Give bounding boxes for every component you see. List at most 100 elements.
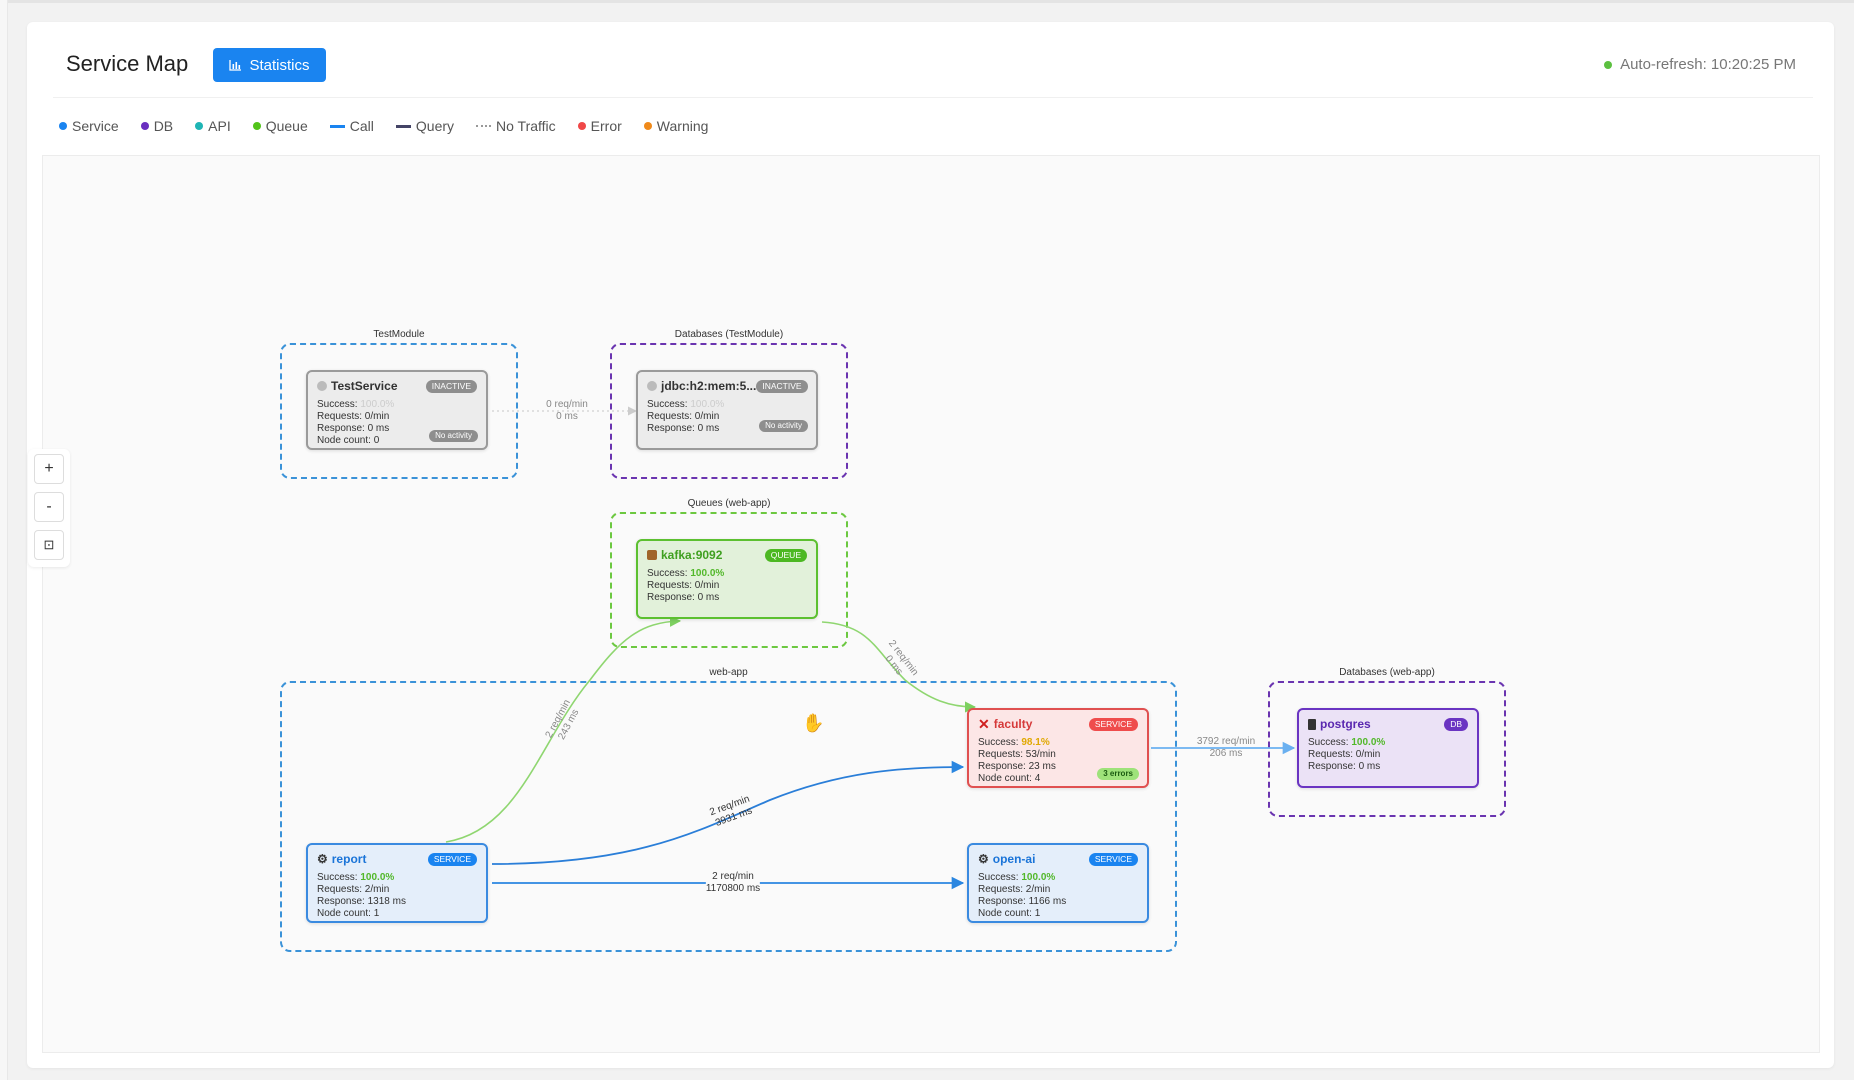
- group-label: TestModule: [373, 329, 425, 340]
- inactive-icon: [647, 381, 657, 391]
- dot-icon: [59, 122, 67, 130]
- node-response: Response: 23 ms: [978, 761, 1056, 772]
- legend-label: Error: [590, 118, 622, 134]
- zoom-controls: + - ⊡: [28, 449, 70, 567]
- legend-item-query: Query: [395, 118, 455, 134]
- node-requests: Requests: 0/min: [1308, 749, 1381, 760]
- bar-chart-icon: [229, 60, 242, 71]
- legend-label: Query: [415, 118, 455, 134]
- zoom-in-button[interactable]: +: [34, 454, 64, 484]
- type-badge: SERVICE: [1088, 852, 1138, 866]
- type-badge: QUEUE: [764, 548, 807, 562]
- dotted-line-icon: [476, 125, 492, 127]
- edge-report-kafka[interactable]: [445, 615, 682, 843]
- dot-icon: [643, 122, 652, 130]
- group-label: web-app: [709, 667, 748, 678]
- error-x-icon: ✕: [978, 716, 990, 732]
- status-badge: INACTIVE: [756, 379, 808, 393]
- page-title: Service Map: [66, 51, 189, 76]
- node-success: Success: 100.0%: [978, 872, 1056, 883]
- legend-item-warning: Warning: [643, 118, 709, 134]
- node-name: report: [331, 852, 367, 866]
- node-name: faculty: [993, 717, 1033, 731]
- group-label: Queues (web-app): [687, 498, 771, 509]
- node-success: Success: 100.0%: [317, 872, 395, 883]
- node-success: Success: 100.0%: [647, 399, 725, 410]
- group-queues-web-app: Queues (web-app): [610, 498, 848, 648]
- edge-latency: 0 ms: [556, 411, 578, 422]
- edge-report-faculty[interactable]: [491, 760, 965, 865]
- hand-cursor-icon: ✋: [802, 713, 825, 733]
- group-web-app: web-app: [280, 667, 1177, 952]
- node-response: Response: 1318 ms: [317, 896, 406, 907]
- legend-item-queue: Queue: [252, 118, 308, 134]
- node-requests: Requests: 0/min: [647, 411, 720, 422]
- left-strip: [0, 0, 8, 1080]
- inactive-icon: [317, 381, 327, 391]
- auto-refresh-text: Auto-refresh: 10:20:25 PM: [1620, 56, 1796, 73]
- header-divider: [53, 97, 1813, 98]
- legend-label: DB: [153, 118, 174, 134]
- node-kafka[interactable]: kafka:9092 QUEUE Success: 100.0% Requests…: [636, 539, 818, 619]
- edge-latency: 1170800 ms: [705, 883, 761, 894]
- legend-item-service: Service: [59, 118, 119, 134]
- statistics-label: Statistics: [249, 56, 310, 74]
- legend-item-api: API: [195, 118, 231, 134]
- node-name: jdbc:h2:mem:5...: [661, 379, 757, 393]
- node-success: Success: 100.0%: [1308, 737, 1386, 748]
- node-count: Node count: 1: [317, 908, 380, 919]
- node-name: TestService: [331, 379, 398, 393]
- dot-icon: [252, 122, 261, 130]
- node-response: Response: 0 ms: [647, 423, 720, 434]
- node-response: Response: 0 ms: [317, 423, 390, 434]
- node-count: Node count: 1: [978, 908, 1041, 919]
- line-icon: [395, 124, 411, 128]
- node-count: Node count: 4: [978, 773, 1041, 784]
- statistics-button[interactable]: Statistics: [213, 48, 326, 82]
- node-requests: Requests: 2/min: [978, 884, 1051, 895]
- edge-latency: 206 ms: [1209, 748, 1243, 759]
- node-jdbc[interactable]: jdbc:h2:mem:5...INACTIVE Success: 100.0%…: [636, 370, 818, 450]
- edge-rate: 3792 req/min: [1196, 736, 1256, 747]
- node-requests: Requests: 0/min: [647, 580, 720, 591]
- top-border: [0, 0, 1854, 3]
- node-requests: Requests: 2/min: [317, 884, 390, 895]
- gear-icon: ⚙: [978, 852, 989, 866]
- node-response: Response: 0 ms: [1308, 761, 1381, 772]
- group-databases-web-app: Databases (web-app): [1268, 667, 1506, 817]
- legend-label: API: [208, 118, 231, 134]
- group-label: Databases (web-app): [1339, 667, 1435, 678]
- legend-label: Warning: [656, 118, 709, 134]
- node-count: Node count: 0: [317, 435, 380, 446]
- zoom-out-button[interactable]: -: [34, 492, 64, 522]
- edge-rate: 0 req/min: [546, 399, 588, 410]
- node-requests: Requests: 0/min: [317, 411, 390, 422]
- auto-refresh-status: Auto-refresh: 10:20:25 PM: [1604, 56, 1796, 73]
- activity-badge: No activity: [759, 420, 808, 432]
- node-response: Response: 1166 ms: [978, 896, 1067, 907]
- edge-kafka-faculty[interactable]: [821, 621, 977, 713]
- node-response: Response: 0 ms: [647, 592, 720, 603]
- database-icon: [1308, 718, 1316, 730]
- legend-label: Queue: [265, 118, 308, 134]
- activity-badge: No activity: [429, 430, 478, 442]
- edge-rate: 2 req/min: [712, 871, 754, 882]
- status-badge: INACTIVE: [425, 379, 477, 393]
- dot-icon: [577, 122, 586, 130]
- legend-label: Call: [349, 118, 374, 134]
- package-icon: [647, 550, 657, 560]
- node-success: Success: 100.0%: [647, 568, 725, 579]
- line-icon: [329, 124, 345, 128]
- fit-view-button[interactable]: ⊡: [34, 530, 64, 560]
- type-badge: DB: [1444, 717, 1468, 731]
- node-name: kafka:9092: [661, 548, 723, 562]
- errors-badge[interactable]: 3 errors: [1097, 768, 1139, 780]
